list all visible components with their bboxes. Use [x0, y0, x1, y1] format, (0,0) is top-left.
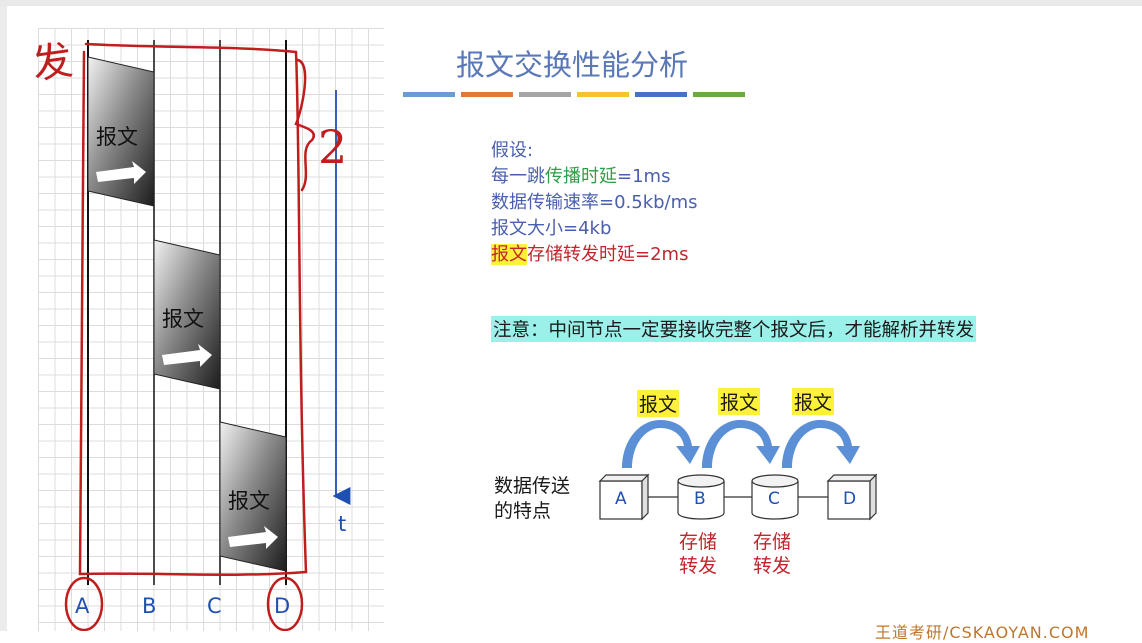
flow-node-b [677, 474, 725, 520]
flow-node-label-d: D [843, 489, 857, 509]
title-underline-2 [461, 92, 513, 97]
forward-arrow-icon [228, 526, 278, 549]
note-banner: 注意：中间节点一定要接收完整个报文后，才能解析并转发 [491, 316, 977, 342]
window-left-edge [0, 6, 7, 631]
assumption-line-1: 每一跳传播时延=1ms [491, 166, 671, 187]
message-label-1: 报文 [96, 125, 138, 149]
node-label-d: D [274, 594, 291, 618]
assumption-line-4: 报文存储转发时延=2ms [491, 244, 689, 265]
hop-label-3: 报文 [792, 388, 835, 415]
handwritten-annotation-top: 发 [29, 37, 76, 89]
node-label-a: A [75, 594, 90, 618]
flow-node-label-c: C [768, 489, 780, 509]
title-underline-5 [635, 92, 687, 97]
handwritten-red-box [78, 42, 308, 576]
assumption-line-3: 报文大小=4kb [491, 218, 612, 239]
message-block-ab [87, 56, 155, 207]
title-underline-1 [403, 92, 455, 97]
hop-label-1: 报文 [637, 390, 680, 417]
message-label-2: 报文 [162, 307, 204, 331]
handwritten-red-brace [294, 58, 315, 192]
window-top-bar [0, 0, 1142, 6]
handwritten-circle-d [266, 576, 304, 631]
store-forward-label-b: 存储转发 [679, 531, 718, 577]
forward-arrow-icon [96, 161, 146, 184]
flow-node-d [826, 473, 878, 521]
time-axis-label: t [338, 512, 347, 536]
node-label-b: B [142, 594, 157, 618]
message-block-cd [219, 421, 287, 572]
flow-node-label-b: B [694, 489, 706, 509]
message-label-3: 报文 [228, 489, 270, 513]
assumption-line-2: 数据传输速率=0.5kb/ms [491, 192, 698, 213]
store-forward-label-c: 存储转发 [753, 531, 792, 577]
hop-arrow-icon [702, 420, 780, 468]
hop-arrow-icon [622, 420, 700, 468]
handwritten-annotation-brace: 2 [318, 120, 348, 174]
footer-watermark: 王道考研/CSKAOYAN.COM [875, 623, 1090, 642]
title-underline-3 [519, 92, 571, 97]
message-block-bc [153, 239, 221, 390]
forward-arrow-icon [162, 344, 212, 367]
node-label-c: C [207, 594, 222, 618]
flow-title: 数据传送的特点 [494, 475, 571, 522]
hop-arrow-icon [782, 420, 860, 468]
flow-node-label-a: A [615, 489, 627, 509]
flow-node-a [598, 473, 650, 521]
flow-node-c [751, 474, 799, 520]
title-underline-6 [693, 92, 745, 97]
title-underline-4 [577, 92, 629, 97]
hop-label-2: 报文 [718, 388, 761, 415]
handwritten-circle-a [64, 576, 104, 631]
page-title: 报文交换性能分析 [456, 48, 689, 82]
assumption-heading: 假设: [491, 140, 534, 161]
